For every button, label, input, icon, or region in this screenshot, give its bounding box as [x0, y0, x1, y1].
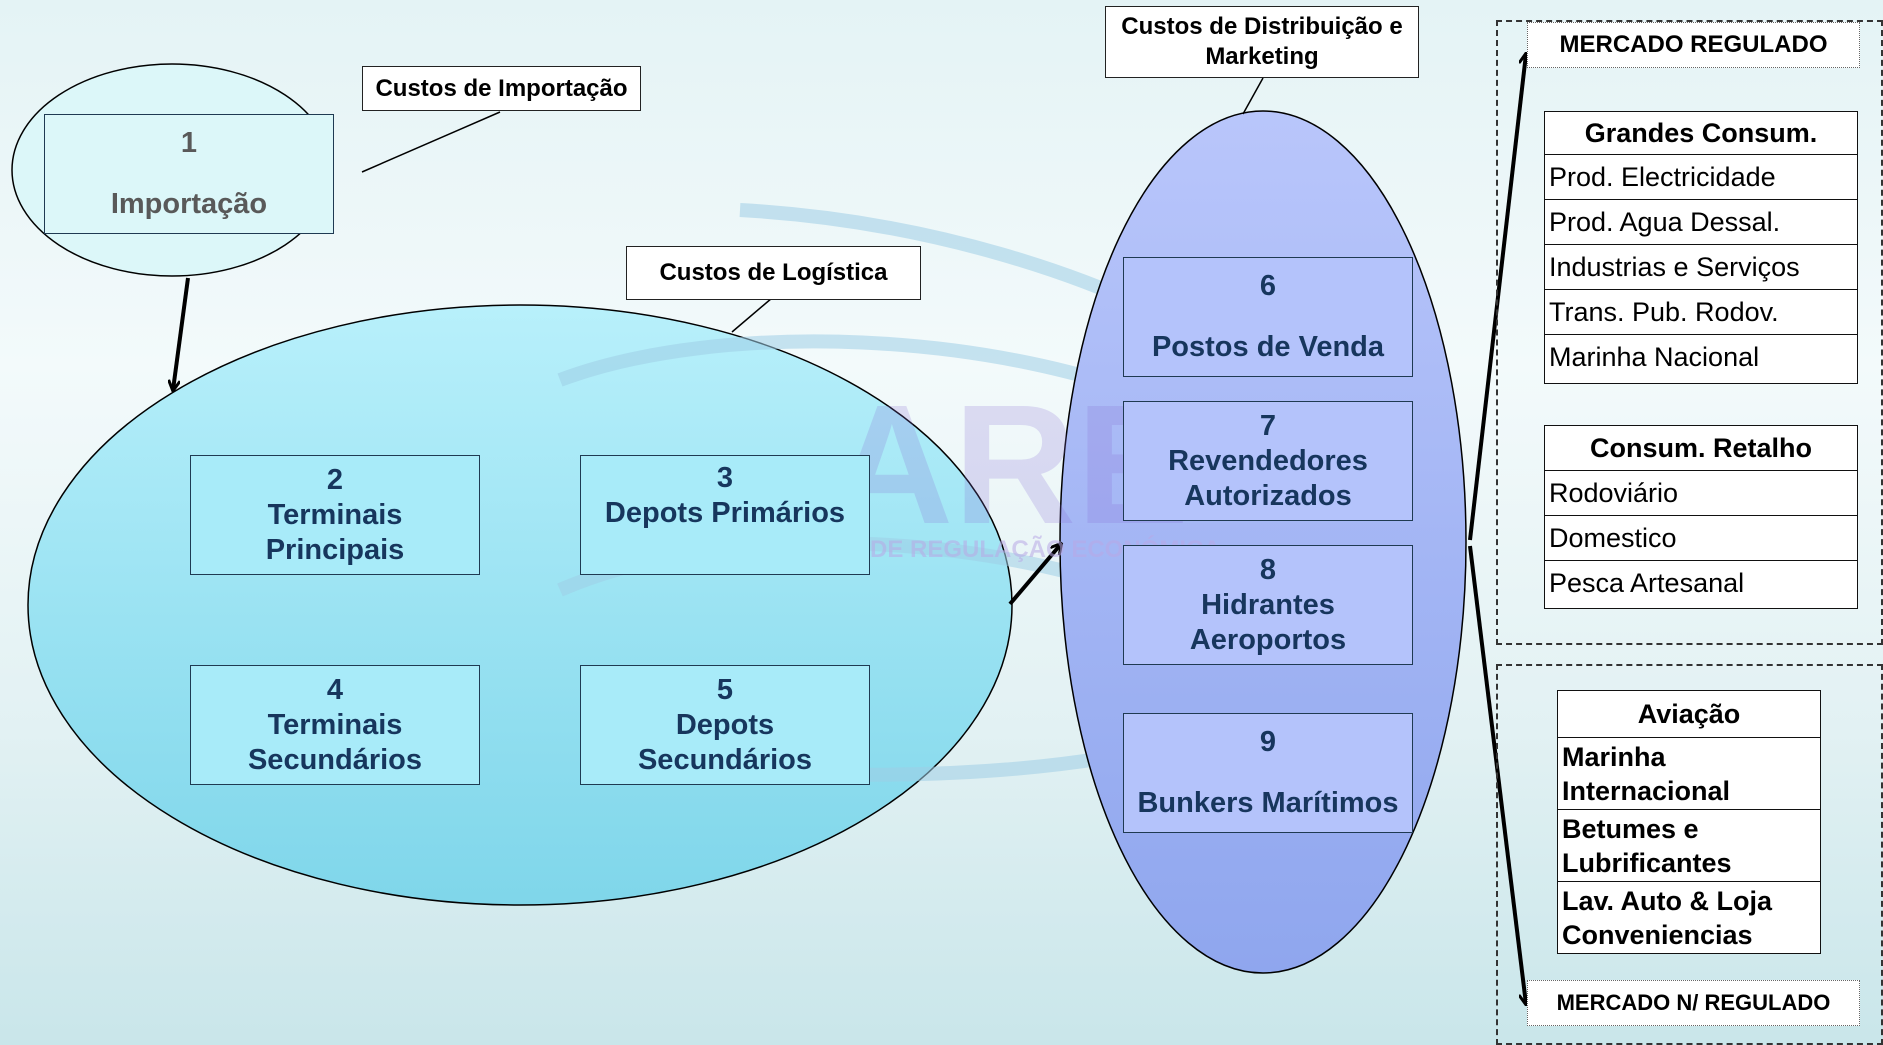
arrow-to-mercado-nao-regulado: [1468, 545, 1526, 1004]
callout-line-logistica: [731, 297, 773, 333]
table-row: Betumes e Lubrificantes: [1558, 810, 1820, 882]
node-label: Postos de Venda: [1151, 331, 1385, 363]
node-number: 5: [716, 673, 734, 706]
node-revendedores-autorizados: 7 Revendedores Autorizados: [1123, 401, 1413, 521]
table-row: Pesca Artesanal: [1549, 568, 1745, 598]
arrow-to-mercado-regulado: [1468, 54, 1526, 541]
node-number: 9: [1259, 726, 1277, 758]
node-importacao: 1 Importação: [44, 114, 334, 234]
callout-line-importacao: [361, 111, 501, 173]
mercado-regulado-label: MERCADO REGULADO: [1527, 22, 1860, 68]
node-hidrantes-aeroportos: 8 Hidrantes Aeroportos: [1123, 545, 1413, 665]
table-header: Consum. Retalho: [1545, 426, 1857, 471]
table-row: Marinha Internacional: [1558, 738, 1820, 810]
table-row: Industrias e Serviços: [1545, 245, 1857, 290]
node-terminais-principais: 2 Terminais Principais: [190, 455, 480, 575]
node-number: 8: [1259, 553, 1277, 586]
table-aviacao: Aviação Marinha Internacional Betumes e …: [1557, 690, 1821, 954]
node-depots-secundarios: 5 Depots Secundários: [580, 665, 870, 785]
table-grandes-consumidores: Grandes Consum. Prod. Electricidade Prod…: [1544, 111, 1858, 384]
arrow-import-to-logistica: [173, 277, 190, 390]
node-label: Depots Secundários: [637, 708, 813, 776]
node-number: 4: [326, 673, 344, 706]
node-terminais-secundarios: 4 Terminais Secundários: [190, 665, 480, 785]
table-row: Prod. Electricidade: [1545, 155, 1857, 200]
node-label: Depots Primários: [604, 497, 846, 529]
callout-importacao: Custos de Importação: [362, 66, 641, 111]
table-consumo-retalho: Consum. Retalho Rodoviário Domestico Pes…: [1544, 425, 1858, 609]
node-number: 3: [716, 462, 734, 494]
table-header: Grandes Consum.: [1545, 112, 1857, 155]
table-row: Marinha Nacional: [1549, 342, 1760, 372]
node-label: Revendedores Autorizados: [1168, 444, 1368, 512]
table-row: Trans. Pub. Rodov.: [1545, 290, 1857, 335]
node-number: 1: [180, 127, 198, 159]
table-row: Lav. Auto & Loja Conveniencias: [1562, 886, 1773, 950]
callout-logistica: Custos de Logística: [626, 246, 921, 300]
node-postos-de-venda: 6 Postos de Venda: [1123, 257, 1413, 377]
table-header: Aviação: [1558, 691, 1820, 738]
mercado-nao-regulado-label: MERCADO N/ REGULADO: [1527, 980, 1860, 1026]
node-label: Bunkers Marítimos: [1137, 787, 1399, 819]
table-row: Rodoviário: [1545, 471, 1857, 516]
panel-mercado-regulado: [1496, 20, 1883, 645]
node-depots-primarios: 3 Depots Primários: [580, 455, 870, 575]
table-row: Prod. Agua Dessal.: [1545, 200, 1857, 245]
node-label: Terminais Principais: [265, 498, 405, 566]
node-number: 2: [326, 463, 344, 496]
table-row: Domestico: [1545, 516, 1857, 561]
arrow-logistica-to-distribuicao: [1008, 544, 1061, 606]
node-number: 6: [1259, 270, 1277, 302]
panel-mercado-nao-regulado: [1496, 664, 1883, 1045]
node-label: Terminais Secundários: [247, 708, 423, 776]
node-label: Importação: [110, 188, 268, 220]
node-bunkers-maritimos: 9 Bunkers Marítimos: [1123, 713, 1413, 833]
node-number: 7: [1259, 409, 1277, 442]
callout-line-distribuicao: [1242, 77, 1264, 115]
callout-distribuicao: Custos de Distribuição e Marketing: [1105, 6, 1419, 78]
node-label: Hidrantes Aeroportos: [1189, 588, 1347, 656]
